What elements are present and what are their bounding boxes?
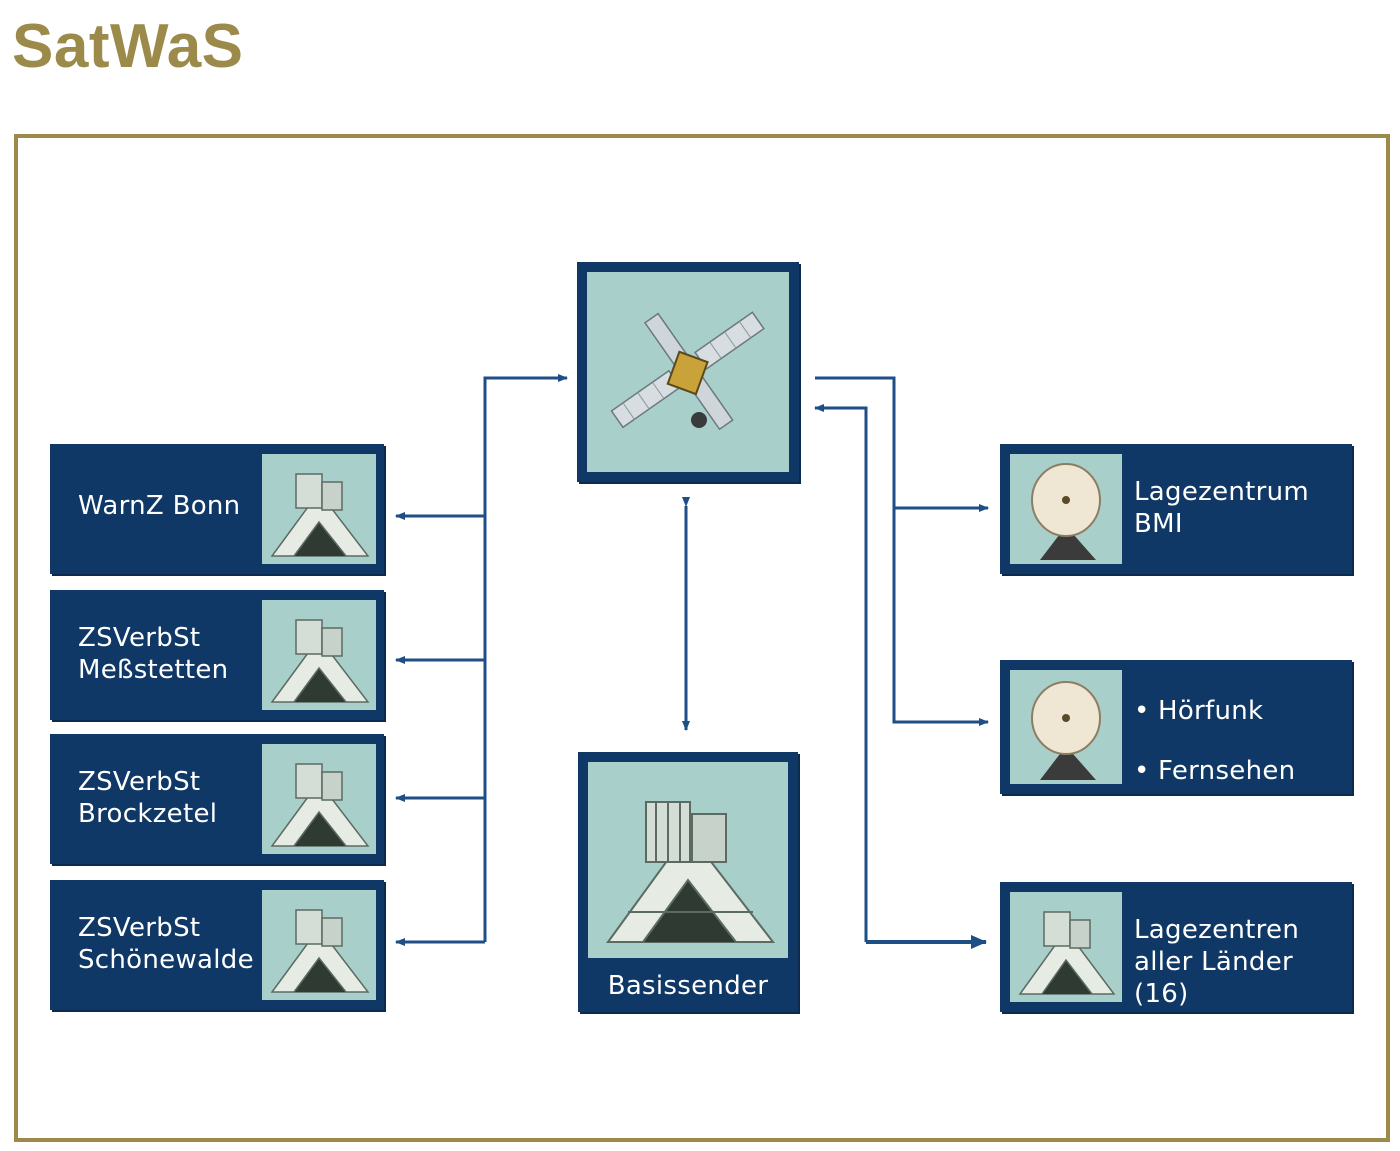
node-rundfunk: Hörfunk Fernsehen sonstige Me- dienbetre… xyxy=(1000,660,1352,876)
node-label: Lagezentrum BMI xyxy=(1134,477,1310,539)
node-messstetten: ZSVerbSt Meßstetten xyxy=(50,590,384,720)
node-label: WarnZ Bonn xyxy=(78,491,241,521)
node-label: ZSVerbSt Brockzetel xyxy=(78,767,218,829)
node-thumb xyxy=(262,890,376,1000)
node-label: ZSVerbSt Meßstetten xyxy=(78,623,229,685)
node-schoenewalde: ZSVerbSt Schönewalde xyxy=(50,880,384,1010)
bullet-item: Hörfunk xyxy=(1134,696,1337,726)
diagram-frame xyxy=(14,134,1390,1142)
transmitter-station-icon xyxy=(270,909,370,993)
satellite-dish-icon xyxy=(1031,463,1101,560)
transmitter-station-icon xyxy=(270,473,370,557)
basissender-node: Basissender xyxy=(578,752,798,1012)
arrow-laender-to-satellite xyxy=(814,404,868,942)
satellite-thumb xyxy=(587,272,789,472)
node-thumb xyxy=(262,744,376,854)
transmitter-station-icon xyxy=(1018,911,1116,995)
basissender-label: Basissender xyxy=(607,971,769,1001)
node-label: Lagezentren aller Länder (16) xyxy=(1134,915,1300,1009)
node-thumb xyxy=(1010,892,1122,1002)
transmitter-station-icon xyxy=(270,763,370,847)
node-thumb xyxy=(1010,454,1122,564)
node-thumb xyxy=(262,454,376,564)
basissender-thumb xyxy=(588,762,788,958)
bullet-item: sonstige Me- dienbetreiber xyxy=(1134,816,1337,876)
arrow-satellite-right-bus xyxy=(815,376,989,726)
node-thumb xyxy=(262,600,376,710)
satellite-dish-icon xyxy=(1031,681,1101,780)
bullet-item: Fernsehen xyxy=(1134,756,1337,786)
media-bullet-list: Hörfunk Fernsehen sonstige Me- dienbetre… xyxy=(1134,666,1337,906)
node-lagezentrum-bmi: Lagezentrum BMI xyxy=(1000,444,1352,574)
node-warnz-bonn: WarnZ Bonn xyxy=(50,444,384,574)
arrow-left-bus-to-satellite xyxy=(483,374,568,942)
node-brockzetel: ZSVerbSt Brockzetel xyxy=(50,734,384,864)
transmitter-station-icon xyxy=(606,801,776,943)
transmitter-station-icon xyxy=(270,619,370,703)
node-label: ZSVerbSt Schönewalde xyxy=(78,913,254,975)
node-lagezentren-laender: Lagezentren aller Länder (16) xyxy=(1000,882,1352,1012)
satellite-icon xyxy=(610,311,765,431)
page-title: SatWaS xyxy=(12,12,244,81)
node-thumb xyxy=(1010,670,1122,784)
satellite-node xyxy=(577,262,799,482)
